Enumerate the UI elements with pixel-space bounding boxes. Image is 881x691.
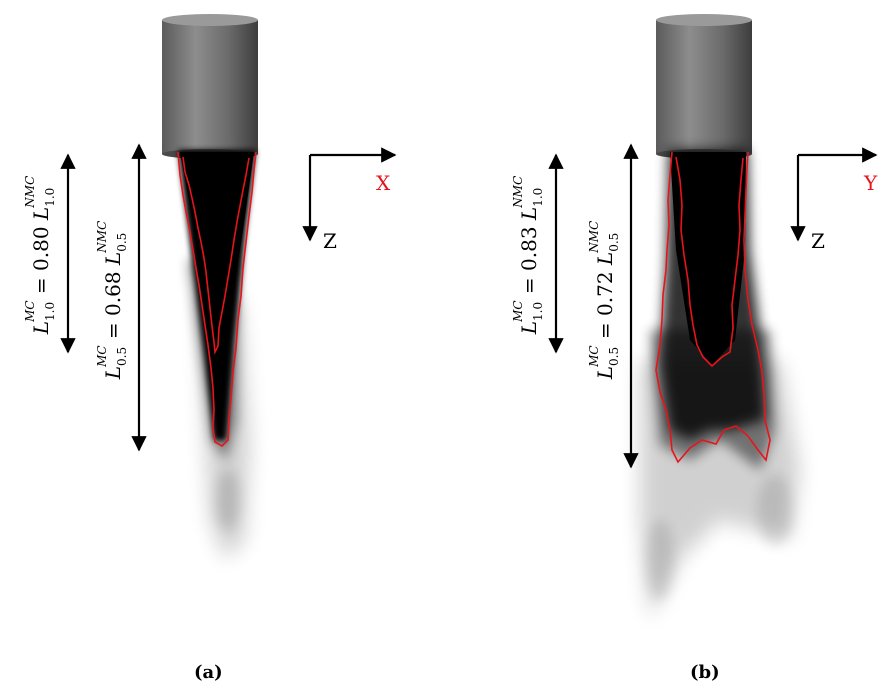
axis-label-z-b: Z bbox=[811, 229, 825, 253]
measure-label-inner-b: L1.0MC = 0.83 L1.0NMC bbox=[511, 176, 545, 336]
spray-a bbox=[178, 150, 256, 560]
axis-label-x-a: X bbox=[376, 171, 391, 195]
panel-label-b: (b) bbox=[690, 662, 720, 683]
spray-b bbox=[640, 150, 800, 620]
measure-label-inner-a: L1.0MC = 0.80 L1.0NMC bbox=[23, 176, 57, 336]
contour-outer-b bbox=[655, 151, 771, 464]
nozzle-b bbox=[656, 14, 752, 159]
axes-a: X Z bbox=[302, 147, 397, 253]
contour-a bbox=[177, 151, 257, 447]
contour-outer-a bbox=[177, 151, 257, 447]
measure-label-outer-a: L0.5MC = 0.68 L0.5NMC bbox=[95, 221, 129, 381]
contour-b bbox=[655, 151, 771, 464]
panel-b: L1.0MC = 0.83 L1.0NMC L0.5MC = 0.72 L0.5… bbox=[511, 14, 878, 620]
panel-a: L1.0MC = 0.80 L1.0NMC L0.5MC = 0.68 L0.5… bbox=[23, 14, 397, 560]
axis-label-y-b: Y bbox=[863, 171, 878, 195]
panel-label-a: (a) bbox=[194, 662, 223, 683]
axes-b: Y Z bbox=[790, 147, 878, 253]
nozzle-a bbox=[162, 14, 258, 159]
measure-label-outer-b: L0.5MC = 0.72 L0.5NMC bbox=[587, 221, 621, 381]
axis-label-z-a: Z bbox=[323, 229, 337, 253]
contour-inner-a bbox=[182, 156, 250, 355]
contour-inner-b bbox=[675, 156, 744, 368]
